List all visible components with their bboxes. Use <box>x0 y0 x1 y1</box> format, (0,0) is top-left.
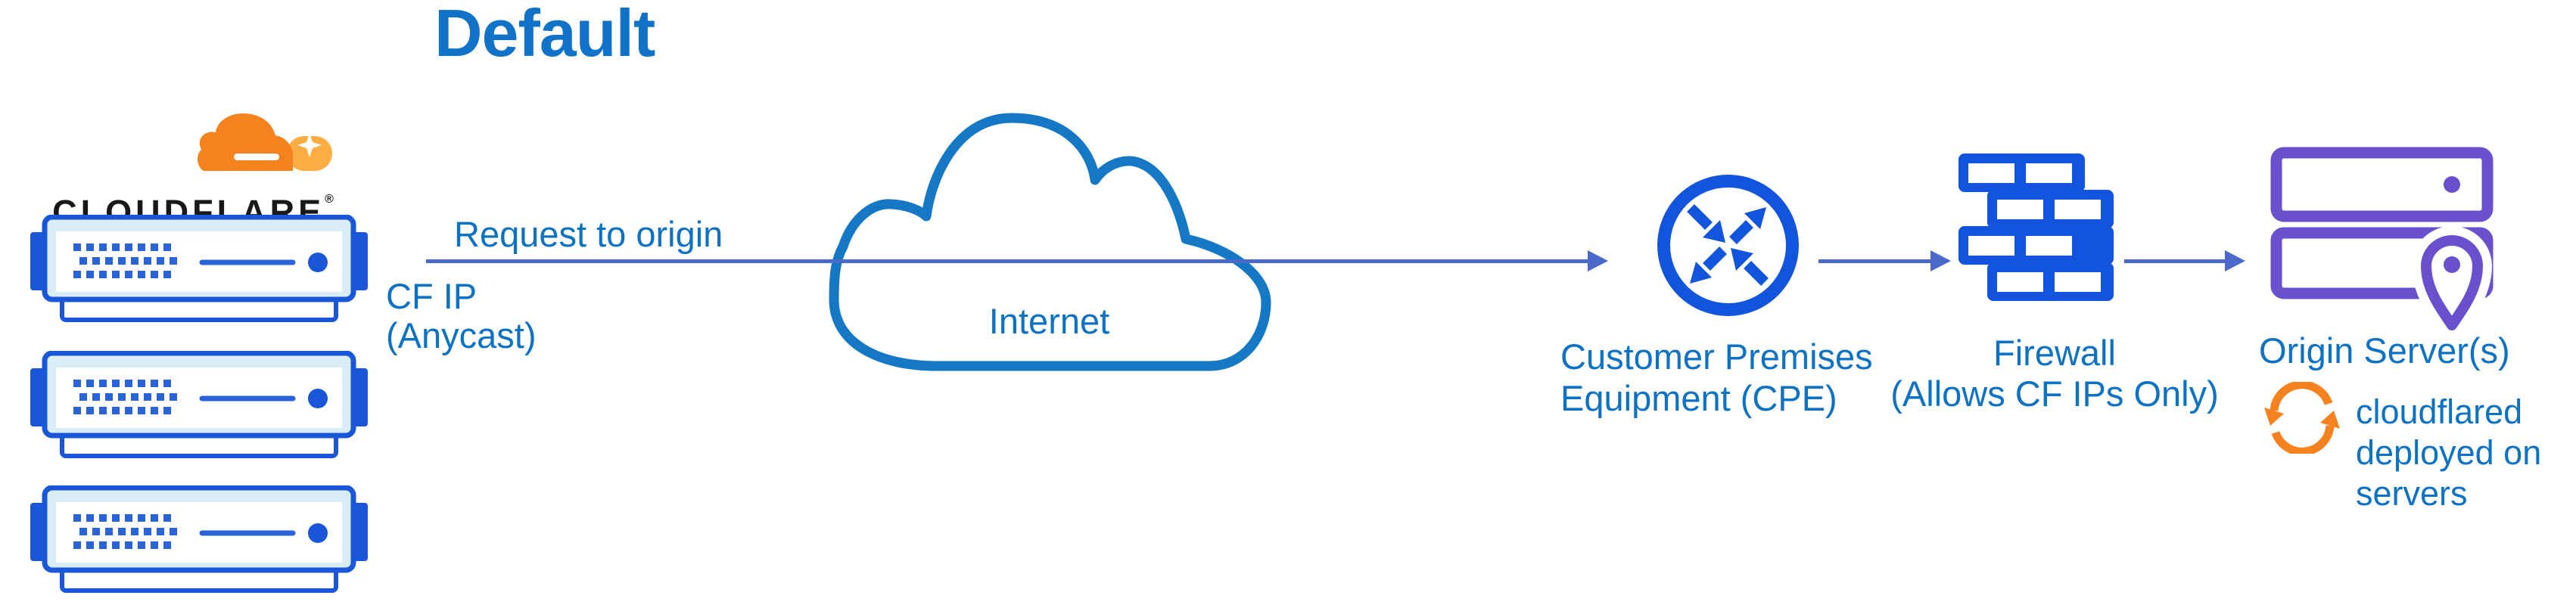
edge-server-icon <box>30 485 369 597</box>
arrowhead-icon <box>2225 250 2245 271</box>
cpe-label-line2: Equipment (CPE) <box>1560 378 1837 418</box>
firewall-label-line2: (Allows CF IPs Only) <box>1890 374 2219 414</box>
internet-label: Internet <box>988 301 1110 341</box>
page-title: Default <box>434 0 655 70</box>
origin-label: Origin Server(s) <box>2259 330 2510 371</box>
firewall-icon <box>1958 154 2114 301</box>
cpe-label-line1: Customer Premises <box>1560 336 1873 377</box>
connector-line-firewall-origin <box>2124 259 2225 263</box>
cloudflared-note-line2: deployed on <box>2356 433 2542 472</box>
cpe-router-icon <box>1657 175 1799 316</box>
cf-ip-line1: CF IP <box>386 276 478 316</box>
cf-ip-line2: (Anycast) <box>386 315 537 355</box>
cf-ip-anycast-label: CF IP (Anycast) <box>386 277 537 355</box>
cloudflared-note-line1: cloudflared <box>2356 392 2523 431</box>
firewall-label-line1: Firewall <box>1993 333 2116 373</box>
cloudflared-note: cloudflared deployed on servers <box>2356 392 2575 514</box>
cloudflared-note-line3: servers <box>2356 474 2468 513</box>
cpe-label: Customer Premises Equipment (CPE) <box>1560 336 1873 419</box>
registered-mark: ® <box>325 193 334 206</box>
edge-server-icon <box>30 351 369 463</box>
edge-server-icon <box>30 215 369 327</box>
connector-line-request <box>426 259 1588 263</box>
cloudflare-logo-icon <box>197 113 332 171</box>
request-to-origin-label: Request to origin <box>454 214 723 254</box>
sync-arrows-icon <box>2264 382 2340 454</box>
arrowhead-icon <box>1930 250 1951 271</box>
connector-line-cpe-firewall <box>1818 259 1930 263</box>
arrowhead-icon <box>1588 250 1608 271</box>
origin-servers-icon <box>2270 147 2494 336</box>
firewall-label: Firewall (Allows CF IPs Only) <box>1884 333 2225 414</box>
